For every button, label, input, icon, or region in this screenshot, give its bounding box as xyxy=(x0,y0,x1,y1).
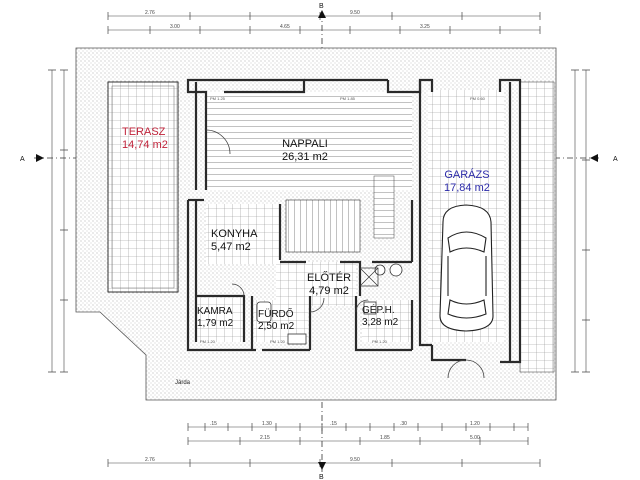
svg-text:3.00: 3.00 xyxy=(170,24,180,30)
svg-text:2.15: 2.15 xyxy=(260,435,270,441)
dimension-lines xyxy=(48,12,590,467)
kitchen-label: KONYHA 5,47 m2 xyxy=(211,228,257,254)
stair xyxy=(285,199,361,253)
kitchen-floor xyxy=(206,204,280,264)
svg-text:2.76: 2.76 xyxy=(145,457,155,463)
section-label-b-top: B xyxy=(319,3,324,10)
svg-text:5.00: 5.00 xyxy=(470,435,480,441)
living-room-area: 26,31 m2 xyxy=(282,151,328,163)
hall-area: 4,79 m2 xyxy=(309,285,349,297)
door-swings xyxy=(205,129,485,379)
kitchen-area: 5,47 m2 xyxy=(211,241,251,253)
living-room-name: NAPPALI xyxy=(282,138,328,150)
svg-text:9.50: 9.50 xyxy=(350,457,360,463)
living-room-label: NAPPALI 26,31 m2 xyxy=(282,138,328,164)
section-label-a-left: A xyxy=(20,156,25,163)
svg-text:.30: .30 xyxy=(400,421,407,427)
pantry-label: KAMRA 1,79 m2 xyxy=(197,306,233,330)
svg-text:.15: .15 xyxy=(330,421,337,427)
svg-text:PM 1.20: PM 1.20 xyxy=(270,339,286,344)
svg-text:2.76: 2.76 xyxy=(145,10,155,16)
bathroom-name: FÜRDŐ xyxy=(258,309,294,320)
svg-text:PM 1.20: PM 1.20 xyxy=(200,339,216,344)
pantry-name: KAMRA xyxy=(197,306,233,317)
svg-text:1.30: 1.30 xyxy=(262,421,272,427)
stair-x-mark xyxy=(359,267,379,287)
hall-label: ELŐTÉR 4,79 m2 xyxy=(307,272,351,298)
svg-text:3.25: 3.25 xyxy=(420,24,430,30)
bathroom-area: 2,50 m2 xyxy=(258,321,295,332)
utility-name: GÉP.H. xyxy=(362,305,395,316)
bathroom-label: FÜRDŐ 2,50 m2 xyxy=(258,309,294,333)
svg-text:1.20: 1.20 xyxy=(470,421,480,427)
garage-label: GARÁZS 17,84 m2 xyxy=(444,169,490,195)
svg-text:PM 1.25: PM 1.25 xyxy=(210,96,226,101)
hall-name: ELŐTÉR xyxy=(307,272,352,284)
svg-text:9.50: 9.50 xyxy=(350,10,360,16)
section-arrow-icon xyxy=(36,10,598,470)
utility-label: GÉP.H. 3,28 m2 xyxy=(362,305,398,329)
pantry-area: 1,79 m2 xyxy=(197,318,234,329)
bathroom-fixtures xyxy=(256,263,403,345)
terrace-area: 14,74 m2 xyxy=(122,139,168,151)
svg-text:.15: .15 xyxy=(210,421,217,427)
svg-text:4.65: 4.65 xyxy=(280,24,290,30)
living-room-floor xyxy=(206,92,412,190)
svg-text:PM 1.20: PM 1.20 xyxy=(372,339,388,344)
svg-text:PM 1.85: PM 1.85 xyxy=(340,96,356,101)
svg-text:PM 0.60: PM 0.60 xyxy=(470,96,486,101)
svg-text:1.85: 1.85 xyxy=(380,435,390,441)
terrace-label: TERASZ 14,74 m2 xyxy=(122,126,168,152)
utility-area: 3,28 m2 xyxy=(362,317,399,328)
kitchen-name: KONYHA xyxy=(211,228,258,240)
pantry-floor xyxy=(197,298,243,342)
garage-name: GARÁZS xyxy=(444,169,490,181)
hall-floor xyxy=(276,262,356,306)
small-tags: PM 1.25 PM 1.85 PM 0.60 PM 1.20 PM 1.20 PM 1… xyxy=(200,96,486,344)
terrace-name: TERASZ xyxy=(122,126,166,138)
terrace-floor xyxy=(107,81,179,293)
sidewalk-label: Járda xyxy=(175,380,191,386)
section-label-b-bottom: B xyxy=(319,474,324,480)
garage-area: 17,84 m2 xyxy=(444,182,490,194)
car-icon xyxy=(439,204,494,332)
section-label-a-right: A xyxy=(613,156,618,163)
